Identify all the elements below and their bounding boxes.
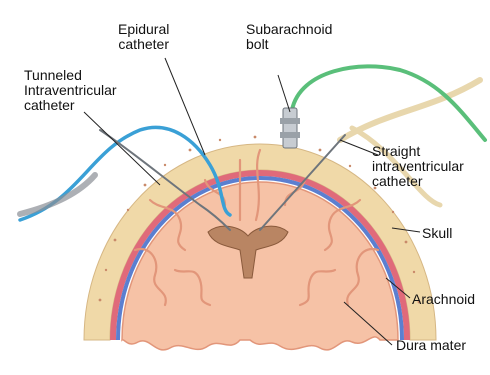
label-tunneled-intraventricular-catheter: Tunneled Intraventricular catheter — [24, 68, 117, 113]
label-epidural-catheter: Epidural catheter — [118, 22, 169, 52]
label-arachnoid: Arachnoid — [412, 292, 475, 307]
subarachnoid-bolt — [283, 108, 297, 148]
label-straight-intraventricular-catheter: Straight intraventricular catheter — [372, 144, 464, 189]
label-dura-mater: Dura mater — [396, 338, 466, 353]
label-subarachnoid-bolt: Subarachnoid bolt — [246, 22, 332, 52]
subarachnoid-bolt-green-tube — [292, 66, 485, 140]
label-skull: Skull — [422, 226, 452, 241]
